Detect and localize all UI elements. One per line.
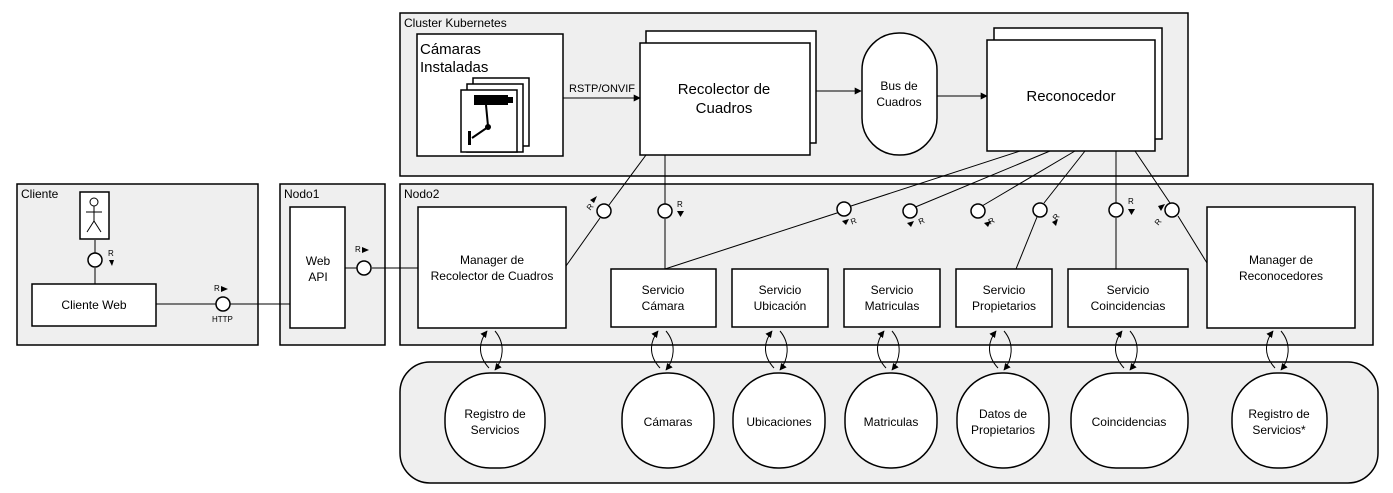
- manager-reconocedores-box: Manager de Reconocedores: [1206, 206, 1356, 329]
- svg-text:R: R: [987, 216, 997, 227]
- interface-cliente: R: [87, 249, 114, 268]
- service-camara-box: Servicio Cámara: [610, 268, 717, 328]
- bus-de-cuadros: Bus de Cuadros: [861, 32, 938, 156]
- interface-servicio-coincidencias-a: R: [1032, 202, 1062, 226]
- interface-servicio-camara: R: [657, 200, 684, 219]
- connector-matriculas: [877, 330, 900, 371]
- service-matriculas-line2: Matriculas: [865, 299, 920, 313]
- service-ubicacion-line2: Ubicación: [754, 299, 807, 313]
- web-api-line2: API: [308, 270, 327, 284]
- recolector-line2: Cuadros: [696, 100, 753, 117]
- svg-text:Registro de: Registro de: [1248, 407, 1310, 421]
- interface-lollipops: R R HTTP R R R R: [87, 196, 1180, 324]
- person-icon: [86, 197, 102, 233]
- svg-text:Coincidencias: Coincidencias: [1092, 415, 1167, 429]
- recolector-line1: Recolector de: [678, 81, 771, 98]
- manager-recolector-box: Manager de Recolector de Cuadros: [417, 206, 567, 329]
- svg-text:Matriculas: Matriculas: [864, 415, 919, 429]
- web-api-box: Web API: [289, 206, 346, 329]
- svg-text:R: R: [214, 284, 220, 293]
- bus-line1: Bus de: [880, 79, 918, 93]
- db-registro-servicios-star: Registro de Servicios*: [1231, 372, 1328, 469]
- security-camera-icon: [468, 95, 513, 145]
- cliente-web-box: Cliente Web: [31, 283, 157, 327]
- svg-text:R: R: [1051, 212, 1062, 222]
- connector-registro-star: [1266, 330, 1289, 371]
- reconocedor: Reconocedor: [986, 27, 1163, 152]
- service-coincidencias-line2: Coincidencias: [1091, 299, 1166, 313]
- manager-recolector-line2: Recolector de Cuadros: [431, 269, 554, 283]
- svg-text:R: R: [355, 245, 361, 254]
- interface-manager-recolector: R: [585, 196, 612, 219]
- svg-text:R: R: [849, 216, 858, 227]
- connector-registro: [480, 330, 503, 371]
- svg-text:R: R: [917, 216, 926, 227]
- connector-propietarios: [989, 330, 1012, 371]
- cameras-label-line2: Instaladas: [420, 59, 488, 76]
- cameras-label-line1: Cámaras: [420, 41, 481, 58]
- interface-servicio-coincidencias-b: R: [1108, 197, 1135, 218]
- service-propietarios-line1: Servicio: [983, 283, 1026, 297]
- db-matriculas: Matriculas: [844, 372, 938, 469]
- svg-text:Ubicaciones: Ubicaciones: [746, 415, 811, 429]
- interface-servicio-propietarios: R: [970, 203, 997, 227]
- service-camara-line1: Servicio: [642, 283, 685, 297]
- interface-http: R HTTP: [212, 284, 233, 324]
- interface-servicio-ubicacion: R: [836, 201, 858, 227]
- bus-line2: Cuadros: [876, 95, 921, 109]
- service-propietarios-box: Servicio Propietarios: [955, 268, 1053, 328]
- protocol-label: RSTP/ONVIF: [569, 83, 635, 95]
- manager-reconocedores-line1: Manager de: [1249, 253, 1313, 267]
- http-label: HTTP: [212, 315, 233, 324]
- svg-text:R: R: [677, 200, 683, 209]
- svg-text:R: R: [1153, 217, 1164, 227]
- service-matriculas-line1: Servicio: [871, 283, 914, 297]
- svg-text:R: R: [108, 249, 114, 258]
- service-matriculas-box: Servicio Matriculas: [843, 268, 941, 328]
- nodo2-title: Nodo2: [404, 187, 440, 201]
- web-api-line1: Web: [306, 254, 331, 268]
- manager-reconocedores-line2: Reconocedores: [1239, 269, 1323, 283]
- db-connectors: [480, 330, 1289, 371]
- interface-web-api: R: [355, 245, 372, 276]
- service-coincidencias-line1: Servicio: [1107, 283, 1150, 297]
- svg-text:Registro de: Registro de: [464, 407, 526, 421]
- service-ubicacion-box: Servicio Ubicación: [731, 268, 829, 328]
- service-ubicacion-line1: Servicio: [759, 283, 802, 297]
- nodo1-title: Nodo1: [284, 187, 320, 201]
- connector-ubicaciones: [765, 330, 788, 371]
- interface-manager-reconocedores: R: [1153, 202, 1180, 227]
- db-camaras: Cámaras: [621, 372, 715, 469]
- service-coincidencias-box: Servicio Coincidencias: [1067, 268, 1189, 328]
- recolector-de-cuadros: Recolector de Cuadros: [639, 30, 817, 156]
- cameras-installed-box: Cámaras Instaladas: [416, 33, 564, 157]
- svg-text:Cámaras: Cámaras: [644, 415, 693, 429]
- svg-text:Servicios*: Servicios*: [1252, 423, 1306, 437]
- connector-camaras: [651, 330, 674, 371]
- cliente-web-label: Cliente Web: [61, 298, 126, 312]
- user-actor: [79, 191, 110, 240]
- service-propietarios-line2: Propietarios: [972, 299, 1036, 313]
- interface-servicio-matriculas: R: [902, 203, 926, 227]
- cliente-title: Cliente: [21, 187, 59, 201]
- service-camara-line2: Cámara: [642, 299, 685, 313]
- cluster-title: Cluster Kubernetes: [404, 16, 507, 30]
- svg-text:R: R: [585, 202, 596, 212]
- db-registro-servicios: Registro de Servicios: [444, 372, 546, 469]
- db-ubicaciones: Ubicaciones: [732, 372, 826, 469]
- reconocedor-label: Reconocedor: [1026, 88, 1115, 105]
- svg-text:Servicios: Servicios: [471, 423, 520, 437]
- db-datos-propietarios: Datos de Propietarios: [956, 372, 1050, 469]
- svg-text:Datos de: Datos de: [979, 407, 1027, 421]
- svg-text:R: R: [1128, 197, 1134, 206]
- db-coincidencias: Coincidencias: [1070, 372, 1189, 469]
- connector-coincidencias: [1115, 330, 1138, 371]
- manager-recolector-line1: Manager de: [460, 253, 524, 267]
- svg-text:Propietarios: Propietarios: [971, 423, 1035, 437]
- connection-lines: [94, 87, 1208, 305]
